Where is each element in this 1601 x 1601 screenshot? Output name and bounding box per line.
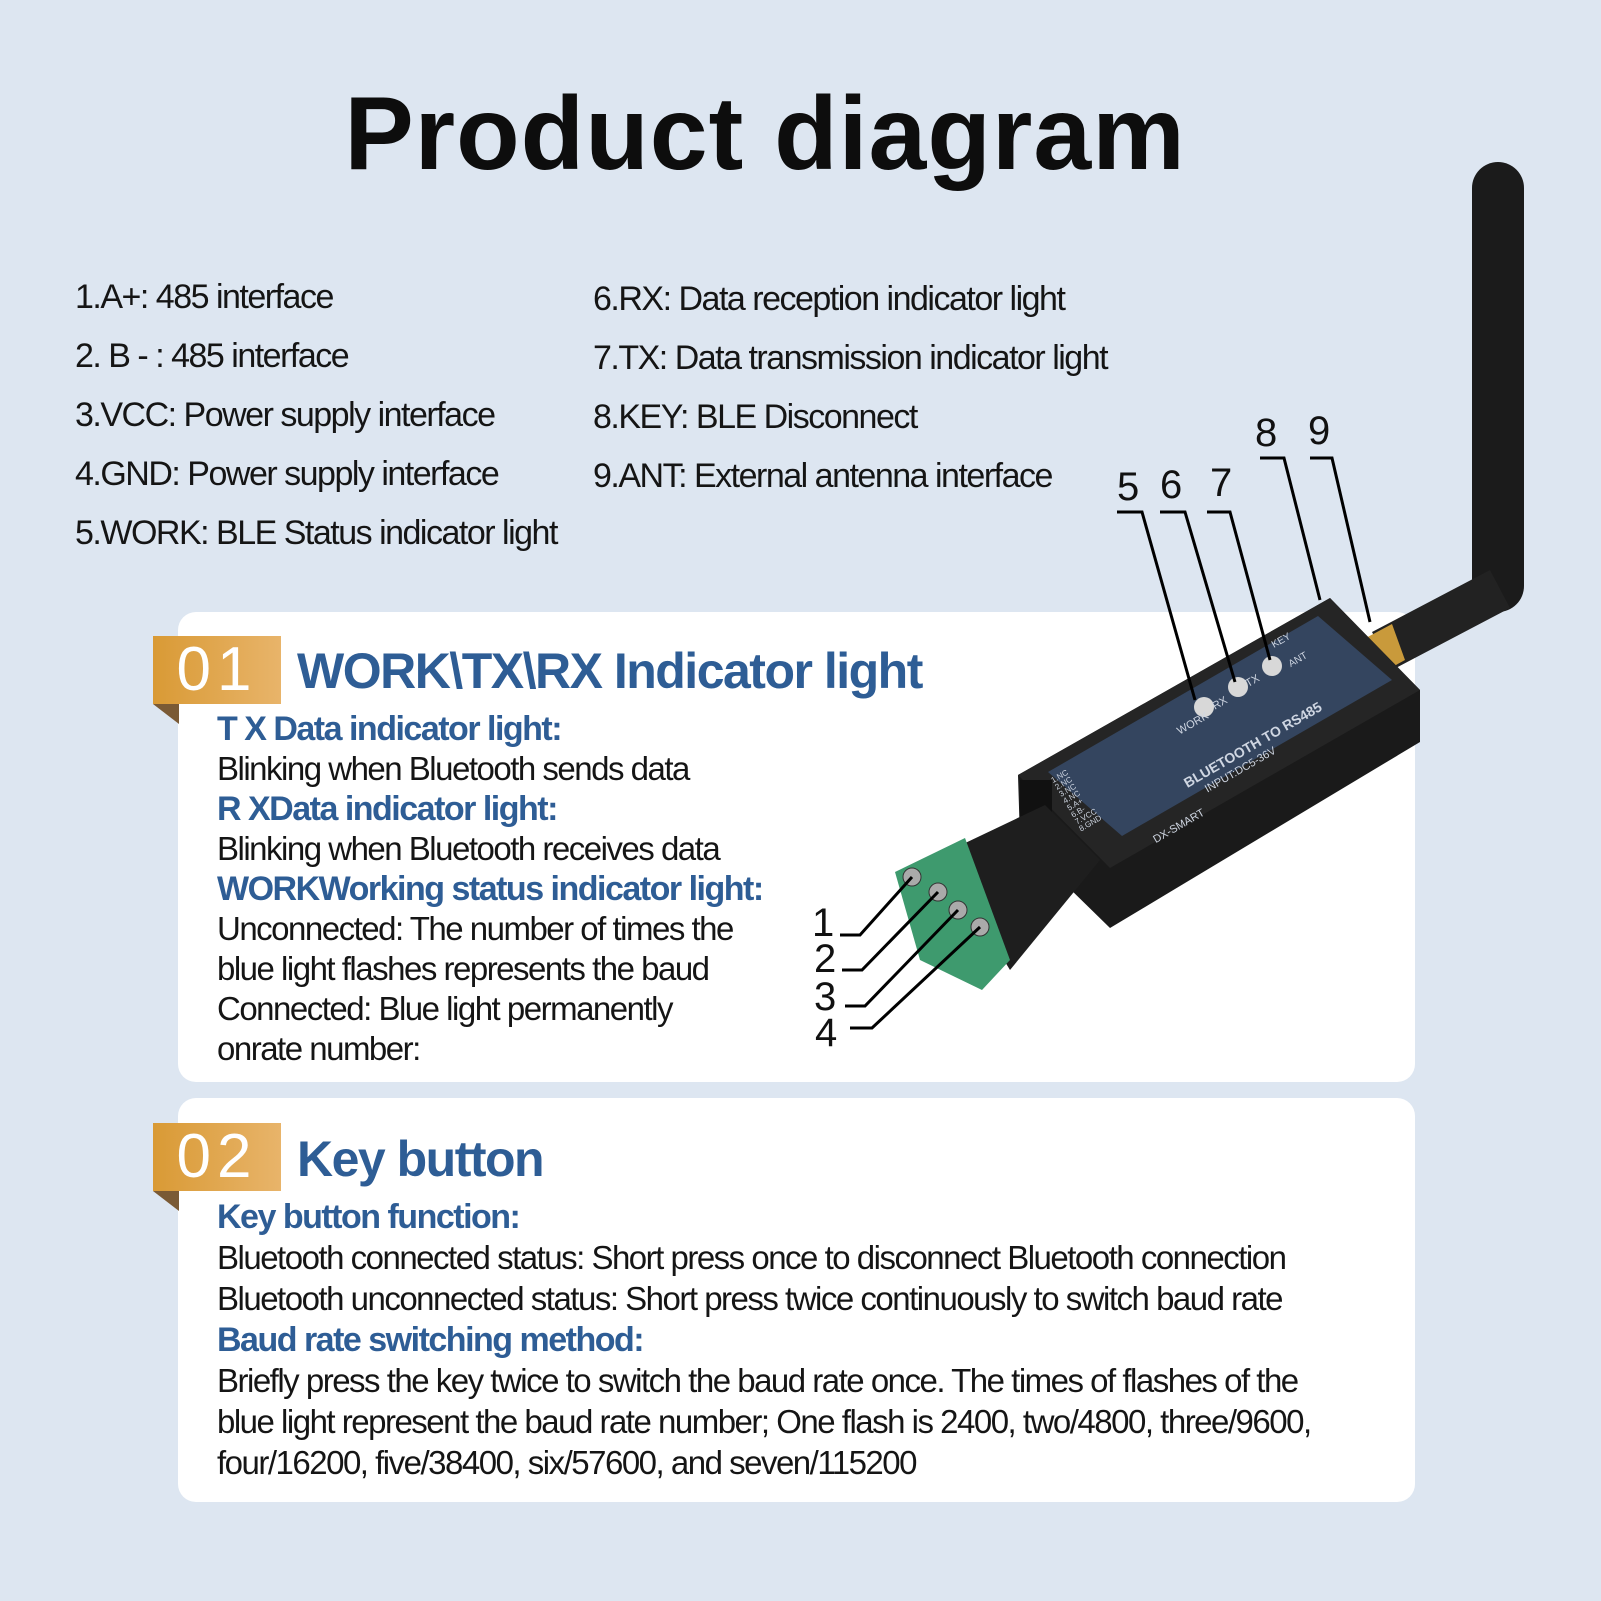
page-title: Product diagram <box>344 76 1186 192</box>
subheading: WORKWorking status indicator light: <box>217 870 764 908</box>
callout-7: 7 <box>1210 461 1232 505</box>
antenna <box>1362 162 1524 676</box>
badge-fold <box>153 704 179 724</box>
device-body <box>1018 598 1420 928</box>
callout-4: 4 <box>815 1011 837 1055</box>
legend-item: 1.A+: 485 interface <box>75 278 334 316</box>
tx-led <box>1262 656 1282 676</box>
section-key-card <box>178 1098 1415 1502</box>
subheading: T X Data indicator light: <box>217 710 563 748</box>
legend-item: 2. B - : 485 interface <box>75 337 350 375</box>
subheading: Key button function: <box>217 1198 521 1236</box>
section-number-badge: 01 <box>153 636 281 704</box>
body-text: Unconnected: The number of times the <box>217 910 734 947</box>
body-text: blue light represent the baud rate numbe… <box>217 1403 1312 1440</box>
legend-item: 5.WORK: BLE Status indicator light <box>75 514 558 552</box>
body-text: Briefly press the key twice to switch th… <box>217 1362 1299 1399</box>
subheading: Baud rate switching method: <box>217 1321 645 1359</box>
callout-8: 8 <box>1255 411 1277 455</box>
legend-item: 6.RX: Data reception indicator light <box>593 280 1066 318</box>
legend-item: 3.VCC: Power supply interface <box>75 396 496 434</box>
legend-item: 4.GND: Power supply interface <box>75 455 500 493</box>
body-text: Bluetooth unconnected status: Short pres… <box>217 1280 1284 1317</box>
terminal-block <box>895 805 1100 990</box>
legend-item: 9.ANT: External antenna interface <box>593 457 1053 495</box>
section-body: Key button function:Bluetooth connected … <box>217 1198 1312 1485</box>
callout-lines <box>840 456 1372 1030</box>
work-led <box>1194 697 1214 717</box>
callout-3: 3 <box>814 975 836 1019</box>
body-text: Bluetooth connected status: Short press … <box>217 1239 1287 1276</box>
body-text: Blinking when Bluetooth receives data <box>217 830 721 867</box>
body-text: Connected: Blue light permanently <box>217 990 673 1027</box>
section-body: T X Data indicator light:Blinking when B… <box>217 710 764 1070</box>
callout-6: 6 <box>1160 463 1182 507</box>
callout-2: 2 <box>814 937 836 981</box>
callout-9: 9 <box>1308 409 1330 453</box>
body-text: blue light flashes represents the baud <box>217 950 710 987</box>
callout-5: 5 <box>1117 465 1139 509</box>
body-text: Blinking when Bluetooth sends data <box>217 750 690 787</box>
legend-item: 8.KEY: BLE Disconnect <box>593 398 918 436</box>
body-text: onrate number: <box>217 1030 421 1067</box>
rx-led <box>1228 677 1248 697</box>
section-number-badge: 02 <box>153 1123 281 1191</box>
section-heading: Key button <box>297 1131 545 1187</box>
callout-1: 1 <box>812 901 834 945</box>
section-heading: WORK\TX\RX Indicator light <box>297 643 923 699</box>
body-text: four/16200, five/38400, six/57600, and s… <box>217 1444 917 1481</box>
legend-item: 7.TX: Data transmission indicator light <box>593 339 1109 377</box>
badge-fold <box>153 1191 179 1211</box>
subheading: R XData indicator light: <box>217 790 558 828</box>
